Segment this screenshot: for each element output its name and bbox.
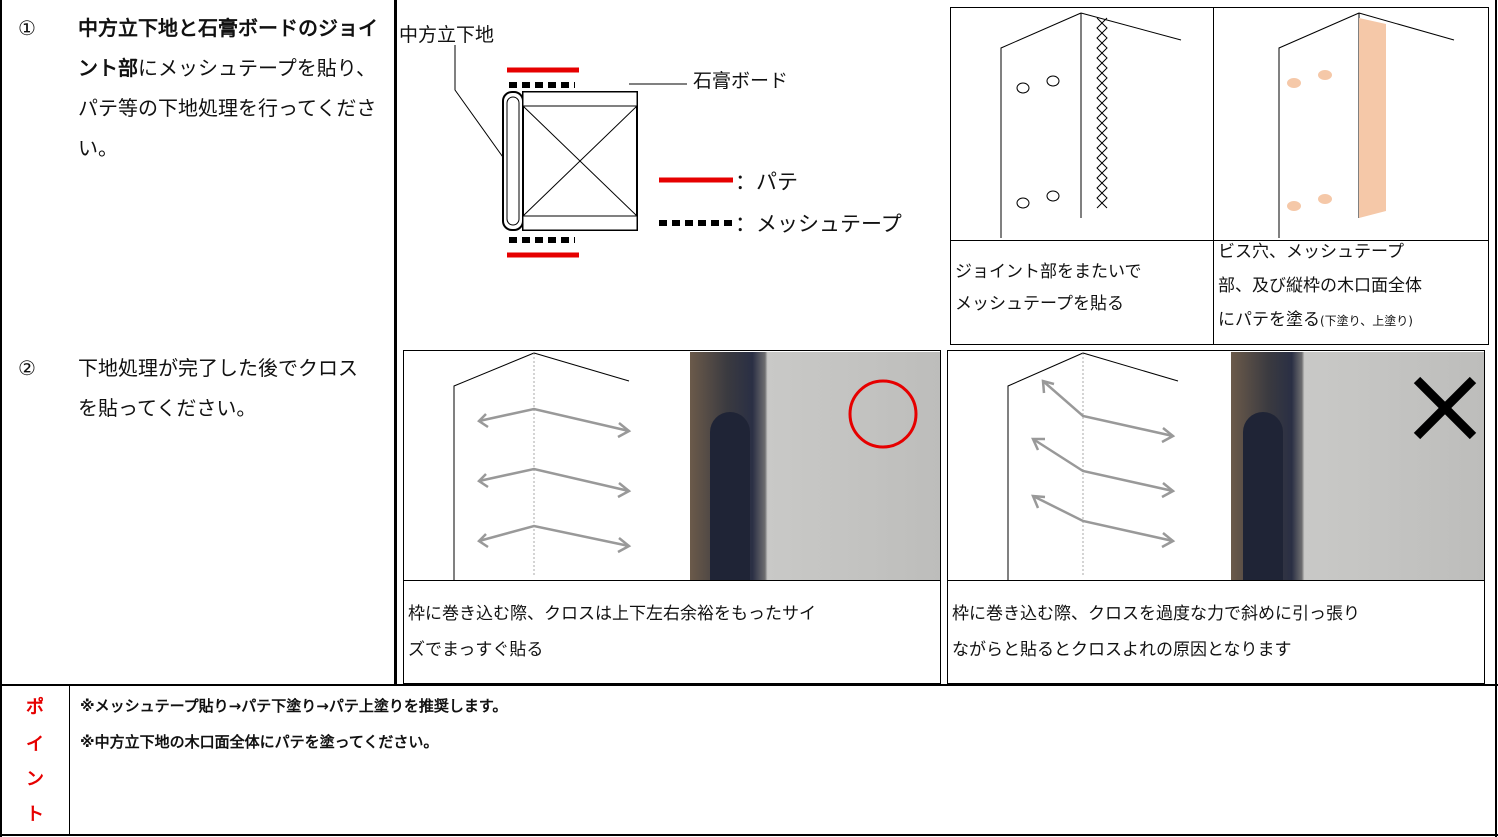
stud-label: 中方立下地 [399, 24, 495, 46]
board-label: 石膏ボード [693, 70, 789, 92]
point-label-2: イ [26, 734, 44, 755]
bad-example-box: 枠に巻き込む際、クロスを過度な力で斜めに引っ張り ながらと貼るとクロスよれの原因… [947, 350, 1485, 684]
joint-diagram: 中方立下地 石膏ボード ：パテ ：メッシュテープ [397, 0, 942, 345]
bad-caption-1: 枠に巻き込む際、クロスを過度な力で斜めに引っ張り [952, 604, 1360, 624]
putty-caption-3-small: (下塗り、上塗り) [1320, 314, 1413, 328]
ng-cross-icon [1413, 376, 1477, 440]
legend-putty-label: ：パテ [735, 170, 798, 194]
putty-caption-3-main: にパテを塗る [1218, 310, 1320, 330]
point-label-4: ト [26, 804, 44, 825]
cross-section-drawing [454, 45, 733, 258]
joint-illustration-box: ジョイント部をまたいで メッシュテープを貼る [950, 7, 1214, 345]
putty-illustration [1278, 12, 1455, 238]
putty-illustration-box: ビス穴、メッシュテープ 部、及び縦枠の木口面全体 にパテを塗る(下塗り、上塗り) [1213, 7, 1489, 345]
step-1-number: ① [18, 16, 36, 40]
good-caption-2: ズでまっすぐ貼る [408, 640, 544, 660]
good-arrows-illustration [453, 352, 632, 581]
putty-caption-1: ビス穴、メッシュテープ [1218, 242, 1404, 262]
mesh-tape-illustration [1000, 12, 1182, 238]
bad-photo [1231, 352, 1484, 580]
point-label-1: ポ [26, 697, 44, 718]
good-example-box: 枠に巻き込む際、クロスは上下左右余裕をもったサイ ズでまっすぐ貼る [403, 350, 941, 684]
step-1-bold: 中方立下地と石膏ボードのジョイント部 [78, 16, 378, 80]
step-1-rest: にメッシュテープを貼り、パテ等の下地処理を行ってください。 [78, 56, 377, 160]
joint-caption-1: ジョイント部をまたいで [955, 262, 1142, 282]
point-line-1: ※メッシュテープ貼り→パテ下塗り→パテ上塗りを推奨します。 [80, 697, 508, 715]
legend-mesh-label: ：メッシュテープ [735, 212, 902, 236]
good-photo [690, 352, 940, 580]
bad-caption-2: ながらと貼るとクロスよれの原因となります [952, 640, 1292, 660]
step-1-text: 中方立下地と石膏ボードのジョイント部にメッシュテープを貼り、パテ等の下地処理を行… [78, 8, 378, 168]
point-line-2: ※中方立下地の木口面全体にパテを塗ってください。 [80, 733, 439, 751]
putty-caption-2: 部、及び縦枠の木口面全体 [1218, 276, 1422, 296]
point-label-3: ン [26, 769, 44, 790]
step-2-number: ② [18, 356, 36, 380]
step-2-text: 下地処理が完了した後でクロスを貼ってください。 [78, 356, 358, 420]
joint-caption-2: メッシュテープを貼る [955, 294, 1124, 314]
bad-arrows-illustration [1007, 352, 1179, 581]
good-caption-1: 枠に巻き込む際、クロスは上下左右余裕をもったサイ [408, 604, 816, 624]
ok-circle-icon [848, 379, 918, 449]
putty-caption-3: にパテを塗る(下塗り、上塗り) [1218, 304, 1413, 337]
